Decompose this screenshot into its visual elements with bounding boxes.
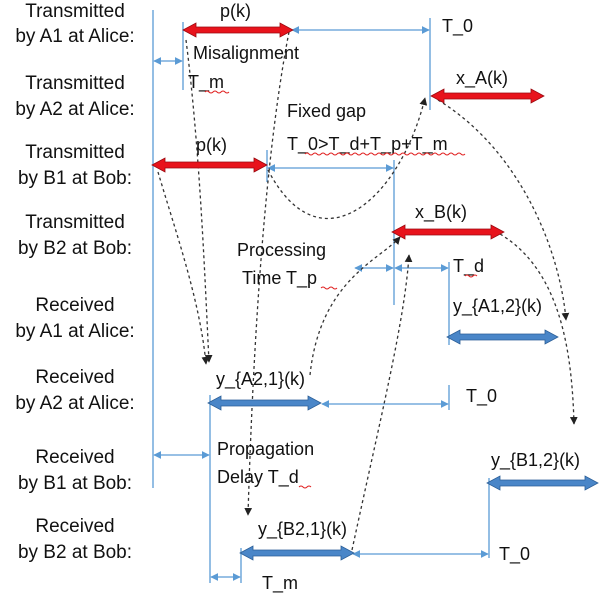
row-label-a2-rx-line2: by A2 at Alice: — [15, 393, 134, 414]
signal-label-ya21: y_{A2,1}(k) — [216, 369, 305, 390]
label-td-mid: T_d — [453, 256, 484, 277]
label-propagation-line1: Propagation — [217, 439, 314, 459]
arrow-ya21 — [207, 395, 322, 411]
curve-b2rx-to-b2tx — [351, 254, 413, 551]
propagation-curves — [157, 31, 578, 551]
signal-label-pk-a1: p(k) — [220, 1, 251, 21]
label-fixed-gap-line2: T_0>T_d+T_p+T_m — [287, 134, 448, 155]
label-t0-mid: T_0 — [466, 386, 497, 407]
signal-label-yb21: y_{B2,1}(k) — [258, 519, 347, 540]
row-label-a2-rx-line1: Received — [35, 367, 114, 388]
signal-label-xa: x_A(k) — [456, 68, 508, 89]
row-label-a2-tx-line2: by A2 at Alice: — [15, 99, 134, 120]
annotation-labels: T_0 Misalignment T_m Fixed gap T_0>T_d+T… — [188, 16, 530, 594]
label-t0-top: T_0 — [442, 16, 473, 37]
curve-b2tx-to-b1rx — [499, 233, 578, 425]
arrow-xb — [391, 224, 505, 240]
squiggle-propagation — [298, 485, 312, 489]
curve-a1-to-a2rx — [185, 39, 213, 363]
row-label-b2-tx-line1: Transmitted — [25, 212, 125, 233]
row-label-b1-rx-line1: Received — [35, 447, 114, 468]
arrow-yb21 — [239, 545, 355, 561]
label-propagation-line2: Delay T_d — [217, 467, 299, 488]
row-label-a1-tx-line2: by A1 at Alice: — [15, 26, 134, 47]
signal-label-yb12: y_{B1,2}(k) — [491, 450, 580, 471]
arrow-pk-b1 — [151, 157, 268, 173]
arrow-yb12 — [486, 475, 599, 491]
arrow-pk-a1 — [182, 22, 294, 38]
signal-label-xb: x_B(k) — [415, 202, 467, 223]
receive-arrows — [207, 329, 599, 561]
label-processing-line1: Processing — [237, 240, 326, 260]
row-label-b2-rx-line2: by B2 at Bob: — [18, 542, 132, 563]
squiggle-tm-top — [204, 90, 230, 94]
signal-labels: p(k) x_A(k) p(k) x_B(k) y_{A1,2}(k) y_{A… — [196, 1, 580, 540]
label-misalignment: Misalignment — [193, 43, 299, 63]
label-tm-bottom: T_m — [262, 573, 298, 594]
transmit-arrows — [151, 22, 545, 240]
label-processing-line2: Time T_p — [242, 268, 317, 289]
row-label-b2-rx-line1: Received — [35, 516, 114, 537]
curve-b1-to-a2rx — [157, 171, 210, 365]
curve-a2tx-to-a1rx — [437, 99, 570, 321]
label-tm-top: T_m — [188, 72, 224, 93]
squiggle-td-mid — [464, 274, 478, 278]
row-label-a1-tx-line1: Transmitted — [25, 1, 125, 22]
signal-label-ya12: y_{A1,2}(k) — [453, 296, 542, 317]
row-label-b1-rx-line2: by B1 at Bob: — [18, 473, 132, 494]
arrow-ya12 — [446, 329, 559, 345]
label-t0-bottom: T_0 — [499, 544, 530, 565]
label-fixed-gap-line1: Fixed gap — [287, 101, 366, 121]
row-label-a1-rx-line2: by A1 at Alice: — [15, 321, 134, 342]
row-label-b2-tx-line2: by B2 at Bob: — [18, 238, 132, 259]
spellcheck-underlines — [204, 90, 478, 489]
squiggle-fixed-gap — [304, 152, 466, 156]
arrow-xa — [430, 88, 545, 104]
row-label-b1-tx-line1: Transmitted — [25, 142, 125, 163]
curve-a1end-to-b2rx — [244, 31, 290, 516]
squiggle-processing — [320, 286, 338, 290]
row-label-a1-rx-line1: Received — [35, 295, 114, 316]
curve-b1end-to-a2tx — [267, 97, 428, 219]
curve-a2rx-to-b2tx — [309, 236, 401, 376]
measurement-arrows — [153, 26, 489, 581]
row-label-a2-tx-line1: Transmitted — [25, 73, 125, 94]
row-label-b1-tx-line2: by B1 at Bob: — [18, 168, 132, 189]
signal-label-pk-b1: p(k) — [196, 135, 227, 155]
row-labels: Transmitted by A1 at Alice: Transmitted … — [15, 1, 134, 563]
